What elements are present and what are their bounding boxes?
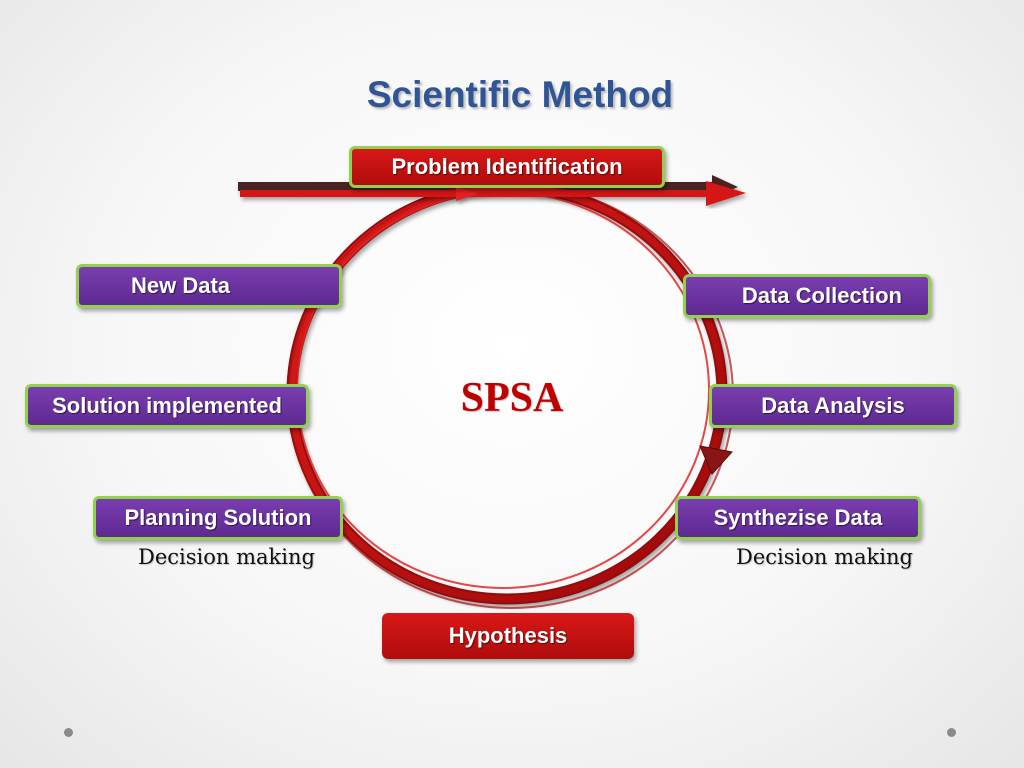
step-data-analysis[interactable]: Data Analysis: [709, 384, 957, 428]
nav-dot-left[interactable]: [64, 728, 73, 737]
step-synthesize-data[interactable]: Synthezise Data: [675, 496, 921, 540]
step-new-data[interactable]: New Data: [76, 264, 342, 308]
step-problem-identification[interactable]: Problem Identification: [349, 146, 665, 188]
step-data-collection[interactable]: Data Collection: [683, 274, 931, 318]
slide-title: Scientific Method: [366, 74, 674, 115]
top-red-arrow: [240, 181, 746, 206]
nav-dot-right[interactable]: [947, 728, 956, 737]
decision-making-note-left: Decision making: [138, 545, 315, 569]
step-hypothesis[interactable]: Hypothesis: [382, 613, 634, 659]
decision-making-note-right: Decision making: [736, 545, 913, 569]
step-planning-solution[interactable]: Planning Solution: [93, 496, 343, 540]
step-solution-implemented[interactable]: Solution implemented: [25, 384, 309, 428]
ring-arrowhead: [699, 445, 733, 475]
center-label: SPSA: [460, 375, 564, 421]
